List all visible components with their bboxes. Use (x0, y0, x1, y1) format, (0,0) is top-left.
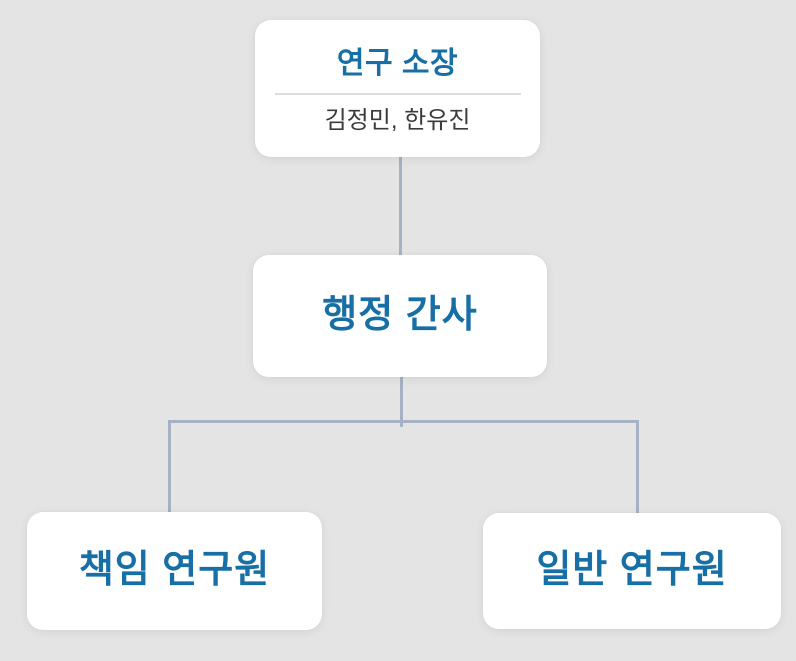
connector-secretary-stub (400, 377, 403, 427)
org-node-senior-researcher: 책임 연구원 (27, 512, 322, 630)
general-researcher-title: 일반 연구원 (536, 549, 728, 592)
connector-horizontal-branch (168, 420, 639, 423)
director-divider (274, 92, 521, 95)
org-node-secretary: 행정 간사 (253, 255, 547, 377)
org-node-director: 연구 소장 김정민, 한유진 (255, 20, 540, 157)
director-title: 연구 소장 (336, 47, 459, 81)
connector-drop-senior (168, 420, 171, 512)
secretary-title: 행정 간사 (322, 294, 478, 337)
org-node-general-researcher: 일반 연구원 (483, 513, 781, 629)
director-members: 김정민, 한유진 (324, 106, 471, 134)
connector-root-to-secretary (399, 157, 402, 255)
connector-drop-general (636, 420, 639, 513)
senior-researcher-title: 책임 연구원 (78, 549, 271, 592)
